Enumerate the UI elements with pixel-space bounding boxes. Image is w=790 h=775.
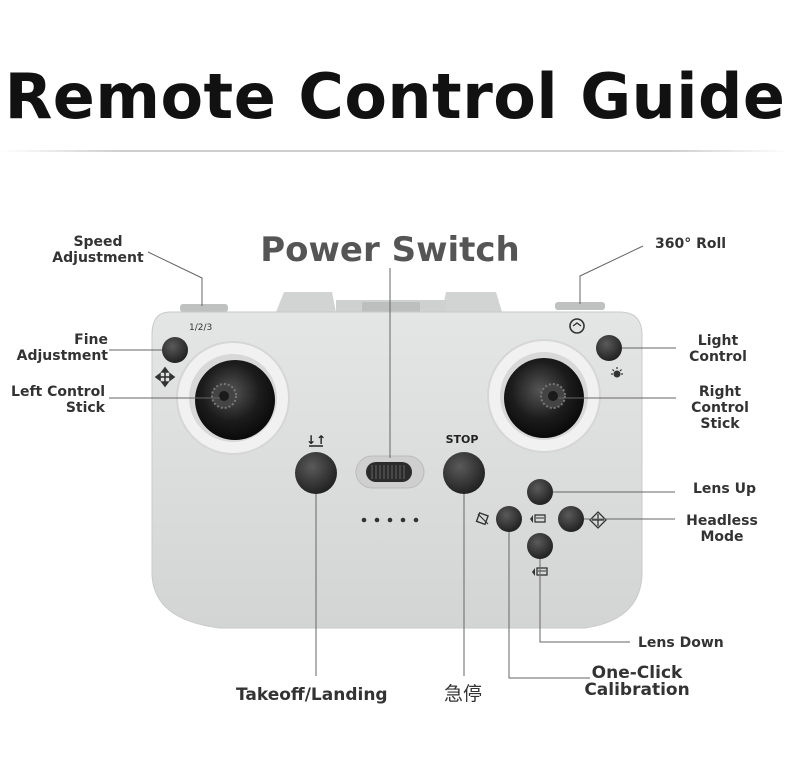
label-fine-adjustment: Fine Adjustment <box>16 332 108 364</box>
label-takeoff-landing: Takeoff/Landing <box>236 685 388 705</box>
light-control-button[interactable] <box>596 335 622 361</box>
controller-top-clip <box>276 292 502 314</box>
label-right-control-stick: Right Control Stick <box>691 384 749 432</box>
speed-trigger[interactable] <box>180 304 228 312</box>
stop-label: STOP <box>446 433 479 446</box>
speed-123-icon: 1/2/3 <box>189 323 212 333</box>
one-click-calibration-button[interactable] <box>496 506 522 532</box>
light-icon <box>611 367 623 378</box>
left-control-stick[interactable] <box>176 341 290 455</box>
svg-text:1/2/3: 1/2/3 <box>189 323 212 333</box>
headless-mode-button[interactable] <box>558 506 584 532</box>
lens-down-button[interactable] <box>527 533 553 559</box>
right-control-stick[interactable] <box>487 339 601 453</box>
title-divider <box>0 150 790 152</box>
label-one-click-calibration: One-Click Calibration <box>584 663 690 700</box>
power-switch-heading: Power Switch <box>260 230 520 270</box>
page-title: Remote Control Guide <box>4 60 786 133</box>
roll-trigger[interactable] <box>555 302 605 310</box>
label-speed-adjustment: Speed Adjustment <box>52 234 144 266</box>
label-headless-mode: Headless Mode <box>686 513 758 545</box>
label-360-roll: 360° Roll <box>655 236 727 252</box>
leader-lines <box>109 245 676 679</box>
battery-indicator-dots <box>361 517 419 523</box>
takeoff-icon-label: ↓↑ <box>306 433 326 447</box>
camera-down-icon <box>532 567 548 576</box>
label-lens-up: Lens Up <box>693 481 756 497</box>
roll-360-icon <box>569 318 585 334</box>
label-left-control-stick: Left Control Stick <box>11 384 105 416</box>
headless-icon <box>589 511 607 529</box>
lens-up-button[interactable] <box>527 479 553 505</box>
power-switch[interactable] <box>355 455 425 489</box>
takeoff-landing-button[interactable] <box>295 452 337 494</box>
camera-up-icon <box>530 514 546 523</box>
fine-adjustment-button[interactable] <box>162 337 188 363</box>
label-lens-down: Lens Down <box>638 635 724 651</box>
emergency-stop-button[interactable] <box>443 452 485 494</box>
label-light-control: Light Control <box>689 333 747 365</box>
calibration-icon <box>475 511 489 526</box>
fine-adjust-icon <box>154 366 176 388</box>
label-emergency-stop: 急停 <box>444 683 483 705</box>
